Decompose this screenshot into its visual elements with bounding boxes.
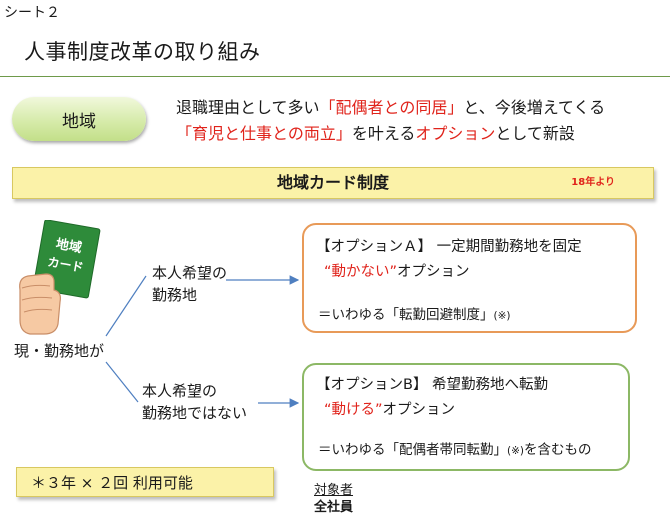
intro-line2-highlight: 「育児と仕事との両立」: [176, 124, 352, 143]
finger-lines: [21, 284, 53, 313]
target-label: 対象者: [314, 483, 354, 498]
intro-line-2: 「育児と仕事との両立」を叶えるオプションとして新設: [176, 121, 605, 147]
option-a-subtitle-suffix: オプション: [397, 264, 470, 280]
option-a-box: 【オプションＡ】 一定期間勤務地を固定 “動かない”オプション ＝いわゆる「転勤…: [302, 223, 637, 333]
intro-line1-pre: 退職理由として多い: [176, 98, 320, 117]
option-b-title: 【オプションB】 希望勤務地へ転勤: [316, 377, 549, 393]
option-a-note-mark: (※): [493, 310, 511, 322]
intro-line1-post: と、今後増えてくる: [463, 98, 606, 117]
banner-title: 地域カード制度: [276, 173, 389, 192]
sheet-label: シート２: [4, 5, 60, 21]
option-b-subtitle-suffix: オプション: [382, 402, 456, 418]
option-b-keyword: “動ける”: [324, 402, 383, 418]
intro-line2-highlight-2: オプション: [415, 124, 496, 143]
banner-start-note: 18年より: [571, 177, 615, 188]
region-card-illustration: 地域 カード: [12, 219, 110, 338]
option-b-note-mark: (※): [507, 445, 524, 457]
intro-line2-post: として新設: [495, 124, 575, 143]
region-badge: 地域: [12, 97, 146, 141]
intro-line-1: 退職理由として多い「配偶者との同居」と、今後増えてくる: [176, 95, 605, 121]
branch-a-label: 本人希望の 勤務地: [152, 262, 227, 306]
region-badge-label: 地域: [62, 111, 96, 132]
option-a-subtitle: “動かない”オプション: [324, 260, 470, 281]
option-b-box: 【オプションB】 希望勤務地へ転勤 “動ける”オプション ＝いわゆる「配偶者帯同…: [302, 363, 630, 471]
hand-holding-card-icon: 地域 カード: [19, 219, 101, 335]
intro-line1-highlight: 「配偶者との同居」: [319, 98, 464, 117]
arrow-to-branch-b: [105, 361, 139, 403]
branch-b-line-1: 本人希望の: [142, 382, 218, 400]
intro-line2-mid: を叶える: [351, 124, 416, 143]
target-value: 全社員: [314, 500, 354, 515]
option-a-note: ＝いわゆる「転勤回避制度」(※): [318, 303, 511, 323]
branch-a-line-2: 勤務地: [152, 286, 198, 304]
card-text-line-2: カード: [47, 255, 85, 275]
option-b-note: ＝いわゆる「配偶者帯同転勤」(※)を含むもの: [318, 438, 592, 458]
hand-shape: [19, 273, 61, 335]
option-b-note-suffix: を含むもの: [524, 442, 592, 458]
intro-text: 退職理由として多い「配偶者との同居」と、今後増えてくる 「育児と仕事との両立」を…: [176, 95, 605, 147]
current-location-label: 現・勤務地が: [14, 342, 105, 360]
page-title: 人事制度改革の取り組み: [24, 40, 261, 64]
option-a-note-text: ＝いわゆる「転勤回避制度」: [318, 307, 494, 323]
system-banner: 地域カード制度 18年より: [12, 167, 654, 199]
usage-limit-note: ＊３年 × ２回 利用可能: [16, 467, 274, 497]
option-a-title: 【オプションＡ】 一定期間勤務地を固定: [316, 239, 582, 255]
option-a-keyword: “動かない”: [324, 264, 398, 280]
option-b-subtitle: “動ける”オプション: [324, 398, 455, 419]
arrow-to-branch-a: [105, 275, 147, 337]
branch-b-label: 本人希望の 勤務地ではない: [142, 380, 247, 424]
option-b-note-text: ＝いわゆる「配偶者帯同転勤」: [318, 442, 507, 458]
card-text-line-1: 地域: [55, 236, 83, 256]
title-divider: [0, 76, 670, 77]
branch-b-line-2: 勤務地ではない: [142, 404, 248, 422]
target-employees: 対象者 全社員: [314, 482, 353, 516]
branch-a-line-1: 本人希望の: [152, 264, 228, 282]
